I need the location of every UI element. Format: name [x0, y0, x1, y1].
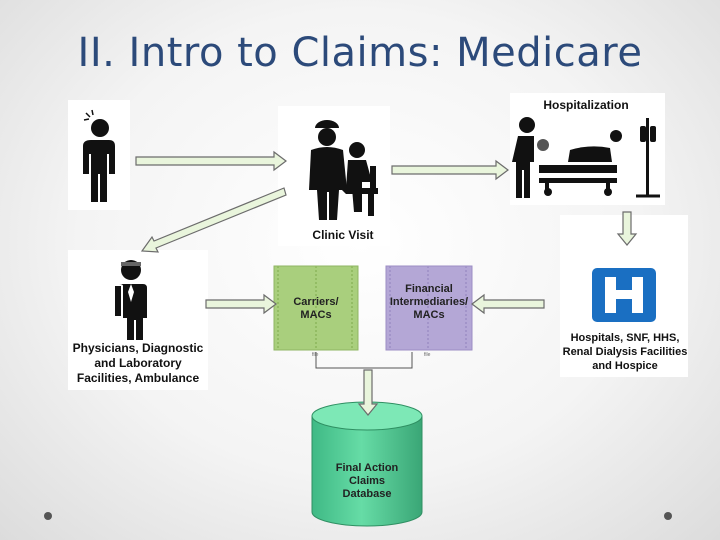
carriers-box	[273, 265, 359, 351]
merge-connector	[315, 352, 413, 369]
doctor-patient-icon	[309, 120, 378, 220]
fiscal-box	[385, 265, 473, 351]
fiscal-label-line: Intermediaries/	[389, 296, 469, 308]
sick-person-icon	[83, 109, 115, 202]
database-label-line: Claims	[348, 475, 386, 487]
carriers-label: Carriers/ MACs	[276, 296, 356, 322]
slide-title: II. Intro to Claims: Medicare	[77, 30, 643, 76]
corner-dot-right	[664, 512, 672, 520]
hospitals-label-line: Renal Dialysis Facilities	[562, 346, 688, 358]
hospitals-label: Hospitals, SNF, HHS, Renal Dialysis Faci…	[560, 331, 690, 373]
physicians-label-line: and Laboratory	[94, 356, 182, 370]
arrow-physicians-to-carriers	[205, 293, 277, 315]
fiscal-label: Financial Intermediaries/ MACs	[384, 283, 474, 322]
physicians-label: Physicians, Diagnostic and Laboratory Fa…	[62, 341, 214, 386]
hospital-bed-icon	[512, 117, 660, 198]
carriers-caption: file	[312, 352, 319, 358]
carriers-label-line: Carriers/	[293, 296, 339, 308]
physician-icon	[115, 260, 147, 340]
hospitals-label-line: and Hospice	[592, 360, 658, 372]
database-label-line: Database	[342, 488, 392, 500]
physicians-label-line: Physicians, Diagnostic	[72, 341, 204, 355]
arrow-hospitals-to-fiscal	[471, 293, 545, 315]
fiscal-label-line: Financial	[405, 283, 453, 295]
corner-dot-left	[44, 512, 52, 520]
carriers-label-line: MACs	[300, 309, 332, 321]
arrow-clinic-to-hospital	[391, 159, 509, 181]
hospital-h-icon	[592, 268, 656, 322]
fiscal-label-line: MACs	[413, 309, 445, 321]
arrow-patient-to-clinic	[135, 150, 287, 172]
hospitals-label-line: Hospitals, SNF, HHS,	[570, 332, 680, 344]
physicians-label-line: Facilities, Ambulance	[76, 371, 200, 385]
database-label: Final Action Claims Database	[322, 462, 412, 501]
clinic-visit-label: Clinic Visit	[312, 228, 373, 242]
fiscal-caption: file	[424, 352, 431, 358]
claims-database-cylinder	[311, 401, 423, 527]
arrow-clinic-to-physicians	[140, 187, 287, 253]
flow-arrows	[135, 150, 638, 416]
arrow-hospitalization-down	[616, 211, 638, 246]
hospitalization-label: Hospitalization	[543, 98, 628, 112]
database-label-line: Final Action	[335, 462, 399, 474]
arrow-into-database	[357, 369, 379, 416]
